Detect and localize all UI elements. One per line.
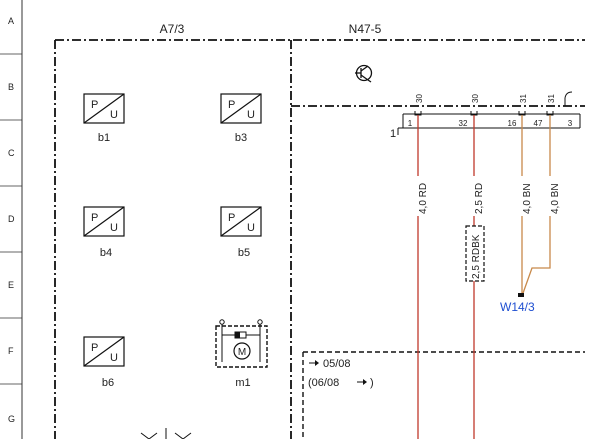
connector-marker: 1 <box>390 128 396 140</box>
pressure-sensor-icon <box>83 206 125 237</box>
connector-pin-bottom: 32 <box>459 119 468 128</box>
connector-block: 1 1 32 16 47 3 30 30 31 31 <box>390 91 581 140</box>
validity-close-paren: ) <box>370 377 374 389</box>
validity-from: 05/08 <box>323 358 351 370</box>
connector-pin-bottom: 47 <box>534 119 543 128</box>
connector-pin-bottom: 3 <box>568 119 573 128</box>
arrow-right-icon <box>315 360 319 366</box>
sensor-u-symbol: U <box>247 222 255 234</box>
sensor-u-symbol: U <box>110 222 118 234</box>
pressure-sensor-icon <box>83 93 125 124</box>
sensor-p-symbol: P <box>91 342 98 354</box>
ground-point-marker <box>518 293 524 297</box>
row-strip: A B C D E F G <box>0 16 22 424</box>
pressure-sensor-icon <box>220 206 262 237</box>
wire-label: 2,5 RD <box>474 183 485 214</box>
connector-pin-top: 30 <box>415 94 424 103</box>
connector-pin-bottom: 1 <box>408 119 413 128</box>
sensor-b5: P U b5 <box>220 206 262 259</box>
sensor-p-symbol: P <box>91 212 98 224</box>
sensor-p-symbol: P <box>228 212 235 224</box>
validity-frame <box>302 351 585 439</box>
connector-pin-top: 31 <box>519 94 528 103</box>
motor-m1: M m1 <box>215 319 268 389</box>
sensor-b6: P U b6 <box>83 336 125 389</box>
sensor-b3: P U b3 <box>220 93 262 144</box>
connector-pin-bottom: 16 <box>508 119 517 128</box>
motor-m-symbol: M <box>238 347 246 358</box>
splice-box <box>465 225 485 282</box>
splice-label: 2,5 RDBK <box>471 234 482 279</box>
sensor-u-symbol: U <box>247 109 255 121</box>
motor-label: m1 <box>235 377 250 389</box>
section-label-a7-3: A7/3 <box>160 22 185 36</box>
connector-pin-top: 30 <box>471 94 480 103</box>
sensor-b4: P U b4 <box>83 206 125 259</box>
section-label-n47-5: N47-5 <box>349 22 382 36</box>
validity-note: 05/08 (06/08 ) <box>308 358 374 389</box>
pressure-sensor-icon <box>83 336 125 367</box>
sensor-p-symbol: P <box>228 99 235 111</box>
sensor-label: b3 <box>235 132 247 144</box>
arrow-right-icon <box>363 379 367 385</box>
validity-until: (06/08 <box>308 377 339 389</box>
row-label-f: F <box>8 346 14 356</box>
row-label-g: G <box>8 414 15 424</box>
row-label-c: C <box>8 148 15 158</box>
sensor-p-symbol: P <box>91 99 98 111</box>
sensor-u-symbol: U <box>110 352 118 364</box>
row-label-d: D <box>8 214 15 224</box>
next-component-partial <box>140 428 192 439</box>
motor-icon <box>215 319 268 368</box>
sensor-label: b5 <box>238 247 250 259</box>
pressure-sensor-icon <box>220 93 262 124</box>
sensor-label: b4 <box>100 247 112 259</box>
row-label-a: A <box>8 16 14 26</box>
sensor-label: b6 <box>102 377 114 389</box>
sensor-label: b1 <box>98 132 110 144</box>
row-label-e: E <box>8 280 14 290</box>
component-frames <box>54 39 585 439</box>
wire-label: 4,0 BN <box>550 183 561 214</box>
wire-label: 4,0 RD <box>418 183 429 214</box>
wire-label: 4,0 BN <box>522 183 533 214</box>
connector-pin-top: 31 <box>547 94 556 103</box>
row-label-b: B <box>8 82 14 92</box>
control-unit-symbol <box>355 64 373 83</box>
sensor-u-symbol: U <box>110 109 118 121</box>
sensor-b1: P U b1 <box>83 93 125 144</box>
ground-point-label: W14/3 <box>500 300 535 314</box>
